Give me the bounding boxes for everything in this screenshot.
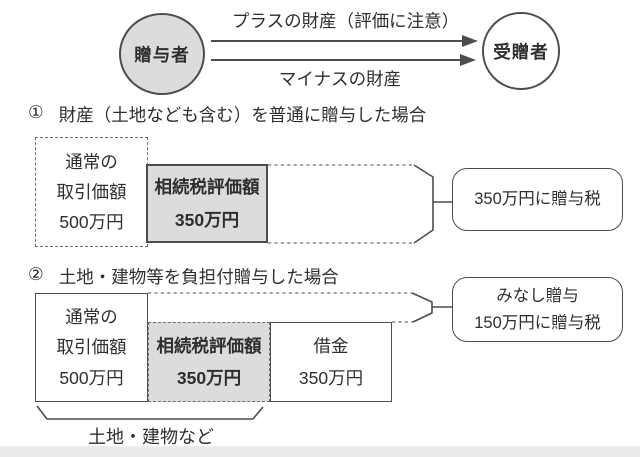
section1-guide-lines [268, 164, 452, 244]
recipient-circle: 受贈者 [482, 12, 560, 90]
section2-assessed-value-box: 相続税評価額 350万円 [148, 322, 270, 402]
section2-heading: ② 土地・建物等を負担付贈与した場合 [28, 264, 339, 289]
land-building-underbrace [36, 405, 264, 420]
section2-heading-text: 土地・建物等を負担付贈与した場合 [58, 267, 339, 287]
section2-debt-box: 借金 350万円 [270, 322, 392, 402]
section2-number: ② [28, 264, 44, 284]
bottom-page-strip [0, 446, 640, 457]
minus-asset-arrow [211, 54, 476, 66]
section1-market-value-box: 通常の 取引価額 500万円 [35, 137, 148, 247]
section1-number: ① [28, 102, 44, 122]
section2-guide-lines [148, 292, 452, 323]
plus-asset-arrow-label: プラスの財産（評価に注意） [231, 11, 460, 31]
minus-asset-arrow-label: マイナスの財産 [278, 69, 402, 89]
section1-assessed-value-box: 相続税評価額 350万円 [146, 164, 268, 243]
plus-asset-arrow [211, 35, 478, 47]
donor-circle: 贈与者 [119, 13, 205, 95]
section1-heading: ① 財産（土地なども含む）を普通に贈与した場合 [28, 102, 426, 127]
section2-result-box: みなし贈与 150万円に贈与税 [452, 277, 623, 342]
section1-heading-text: 財産（土地なども含む）を普通に贈与した場合 [58, 105, 427, 125]
land-building-brace-label: 土地・建物など [88, 427, 214, 447]
section1-result-box: 350万円に贈与税 [452, 168, 623, 231]
section2-market-value-box: 通常の 取引価額 500万円 [35, 293, 148, 402]
